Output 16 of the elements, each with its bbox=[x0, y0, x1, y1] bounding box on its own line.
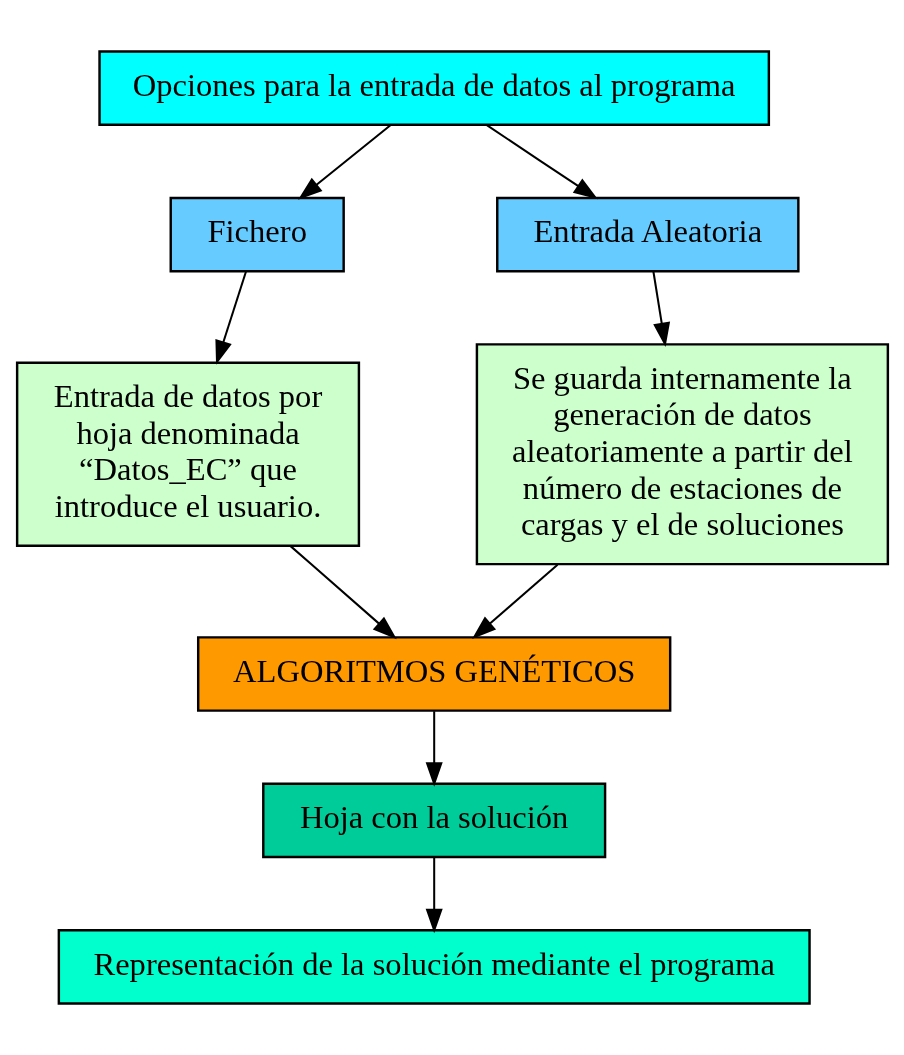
arrow bbox=[425, 711, 443, 787]
node-box: Fichero bbox=[169, 196, 345, 273]
arrow bbox=[214, 270, 247, 365]
arrow bbox=[485, 124, 598, 200]
node-box: ALGORITMOS GENÉTICOS bbox=[196, 636, 671, 712]
node-box: Entrada de datos por hoja denominada “Datos_EC” que introduce el usuario. bbox=[15, 361, 360, 548]
arrow bbox=[651, 271, 670, 348]
arrow bbox=[471, 564, 558, 640]
node-box: Entrada Aleatoria bbox=[495, 196, 800, 273]
arrow bbox=[289, 545, 397, 640]
node-box: Opciones para la entrada de datos al programa bbox=[97, 50, 770, 126]
node-box: Representación de la solución mediante el programa bbox=[57, 929, 811, 1005]
node-box: Hoja con la solución bbox=[261, 782, 606, 859]
arrow bbox=[297, 124, 391, 200]
arrow bbox=[425, 857, 443, 934]
node-box: Se guarda internamente la generación de datos aleatoriamente a partir del número de estaciones de cargas y el de soluciones bbox=[475, 343, 889, 566]
